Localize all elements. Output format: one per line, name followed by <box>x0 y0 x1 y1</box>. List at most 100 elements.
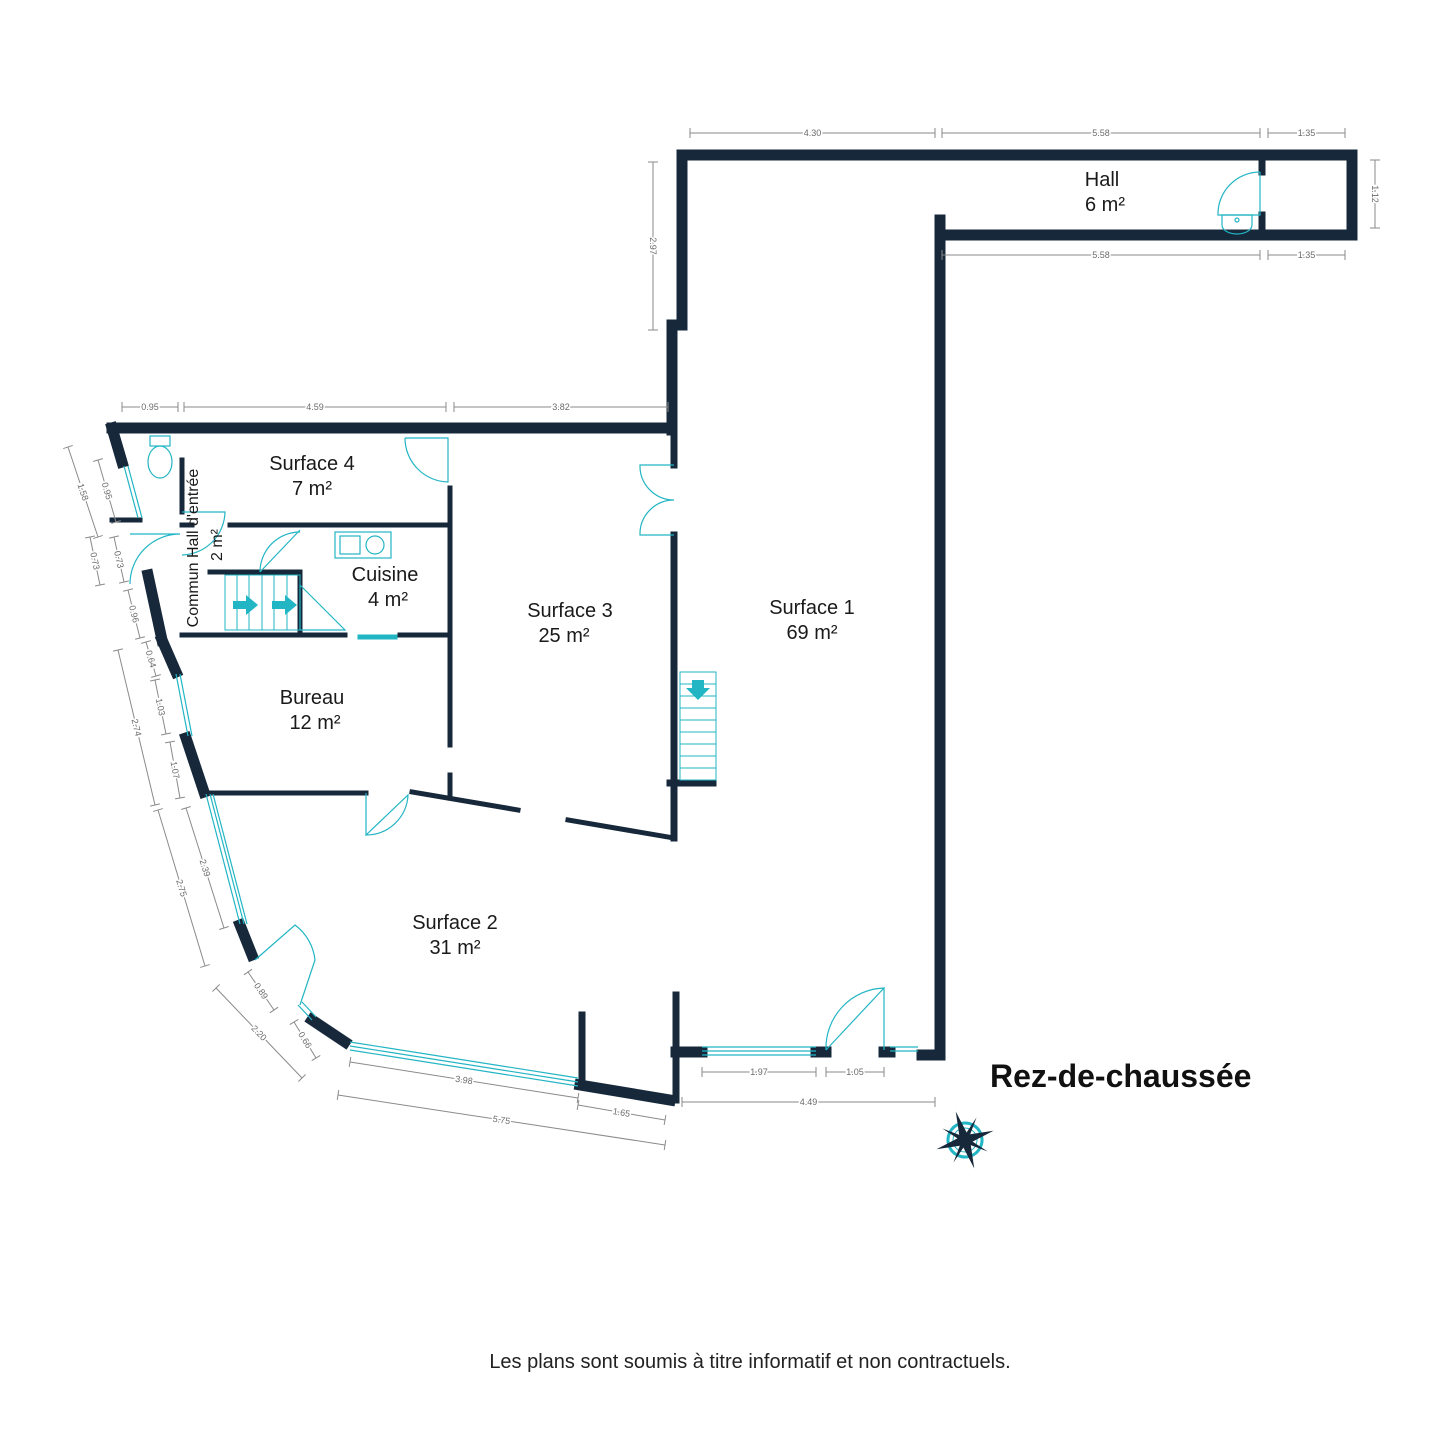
dimension-label: 1.58 <box>75 482 90 502</box>
dimension-tick <box>113 648 123 652</box>
dimension-label: 0.73 <box>112 550 126 569</box>
dimension-label: 0.73 <box>88 551 101 570</box>
bureau-name: Bureau <box>280 687 345 709</box>
dimension-tick <box>336 1089 340 1101</box>
dimension-tick <box>212 984 220 992</box>
dimension-line <box>117 649 156 806</box>
dimension-tick <box>219 926 229 930</box>
dimension-label: 5.58 <box>1092 128 1110 138</box>
window-bottom-1 <box>349 1041 579 1087</box>
dimension-label: 1.12 <box>1370 185 1380 203</box>
dimension-tick <box>161 732 171 736</box>
dimension-line <box>145 641 157 677</box>
surface3-name: Surface 3 <box>527 600 613 622</box>
dimension-label: 1.97 <box>750 1067 768 1077</box>
dimension-line <box>215 987 303 1079</box>
dimension-label: 4.30 <box>804 128 822 138</box>
dimension-line <box>577 1104 666 1121</box>
window-diag <box>297 1001 317 1021</box>
dimension-tick <box>164 740 176 744</box>
door-double-surface1 <box>639 464 675 536</box>
dimension-label: 0.95 <box>100 481 114 501</box>
dimension-label: 1.35 <box>1298 250 1316 260</box>
dimension-tick <box>348 1056 352 1068</box>
commun-hall-name: Commun Hall d'entrée <box>185 469 202 628</box>
dimension-tick <box>111 520 121 524</box>
window-left-2 <box>175 673 193 737</box>
sink-icon <box>334 531 392 559</box>
door-commun-left <box>129 533 181 585</box>
dimension-line <box>293 1021 317 1059</box>
stair-arrow-icon <box>686 680 710 700</box>
dimension-label: 0.64 <box>144 649 159 669</box>
hall-top-wall <box>676 149 1358 241</box>
dimension-tick <box>269 1006 279 1014</box>
dimension-line <box>169 741 181 799</box>
dimension-label: 2.75 <box>174 878 189 898</box>
doors <box>129 171 1261 1051</box>
dimension-line <box>349 1061 579 1099</box>
door-stair <box>299 583 347 631</box>
dimension-label: 0.96 <box>127 604 141 623</box>
surface3-bottom-wall-left <box>409 789 521 813</box>
surface4-area: 7 m² <box>292 478 332 500</box>
dimension-tick <box>174 796 186 800</box>
dimension-tick <box>243 968 253 976</box>
dimension-tick <box>311 1054 321 1062</box>
dimension-label: 1.35 <box>1298 128 1316 138</box>
dimension-label: 0.89 <box>252 981 270 1001</box>
stair-commun <box>224 574 301 631</box>
dimension-tick <box>95 583 105 587</box>
level-title: Rez-de-chaussée <box>990 1058 1251 1094</box>
windows <box>123 465 918 1087</box>
dimension-tick <box>93 458 103 462</box>
dimension-tick <box>576 1099 580 1111</box>
disclaimer-text: Les plans sont soumis à titre informatif… <box>489 1351 1010 1373</box>
dimension-tick <box>85 535 95 539</box>
surface4-name: Surface 4 <box>269 453 355 475</box>
bureau-area: 12 m² <box>289 712 340 734</box>
dimension-line <box>337 1094 666 1146</box>
commun-hall-area: 2 m² <box>209 528 226 561</box>
dimension-line <box>89 536 101 586</box>
dimension-tick <box>119 580 129 584</box>
toilet-icon <box>147 435 173 479</box>
dimension-line <box>127 589 141 639</box>
left-outer-wall-3 <box>154 632 184 680</box>
surface3-area: 25 m² <box>538 625 589 647</box>
dimension-line <box>154 679 167 735</box>
dimension-label: 1.65 <box>612 1106 631 1119</box>
dimension-label: 2.97 <box>648 237 658 255</box>
dimension-tick <box>181 806 191 810</box>
window-bottom-2 <box>702 1046 816 1056</box>
dimension-tick <box>135 636 145 640</box>
dimension-tick <box>151 674 161 678</box>
door-hall <box>1217 171 1261 216</box>
dimension-tick <box>153 808 163 812</box>
dimension-tick <box>150 803 160 807</box>
left-outer-wall-2 <box>141 568 169 647</box>
washbasin-icon <box>1221 214 1253 235</box>
dimension-label: 2.39 <box>198 858 213 878</box>
dimension-line <box>185 807 225 929</box>
surface1-area: 69 m² <box>786 622 837 644</box>
dimension-label: 4.59 <box>306 402 324 412</box>
dimension-label: 5.75 <box>492 1114 511 1127</box>
stair-arrow-icon <box>233 595 258 615</box>
dimension-tick <box>150 678 160 682</box>
room-labels: Hall 6 m² Surface 1 69 m² Surface 2 31 m… <box>185 169 1125 959</box>
door-bureau <box>365 793 409 837</box>
bottom-wall-surface2 <box>573 1078 677 1107</box>
door-surface2-left <box>254 924 316 1006</box>
window-bottom-3 <box>890 1046 918 1052</box>
stairs <box>224 574 717 781</box>
stair-surface1 <box>679 671 717 781</box>
door-surface2-bottom <box>825 986 885 1051</box>
surface2-area: 31 m² <box>429 937 480 959</box>
surface3-bottom-wall-right <box>565 817 677 841</box>
dimension-tick <box>298 1074 306 1082</box>
dimension-tick <box>123 588 133 592</box>
walls <box>105 149 1358 1107</box>
